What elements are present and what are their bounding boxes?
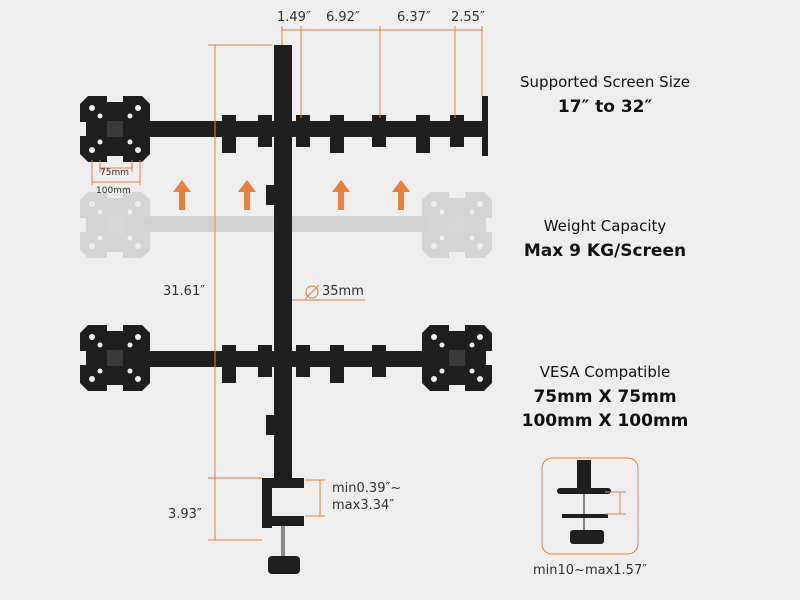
- weight-value: Max 9 KG/Screen: [523, 241, 687, 261]
- vesa-value-1: 75mm X 75mm: [533, 387, 677, 407]
- monitor-plate: [80, 96, 150, 162]
- top-arm: [140, 121, 485, 137]
- clamp-range-max: max3.34″: [332, 498, 395, 513]
- dim-top-2: 6.92″: [326, 10, 360, 25]
- dim-total-height: 31.61″: [163, 284, 206, 299]
- weight-label: Weight Capacity: [543, 217, 667, 235]
- pole: [274, 45, 292, 485]
- vesa-value-2: 100mm X 100mm: [521, 411, 689, 431]
- grommet-range: min10~max1.57″: [533, 563, 648, 578]
- desk-clamp: [262, 478, 304, 574]
- inset-frame: [541, 457, 639, 555]
- dim-top-3: 6.37″: [397, 10, 431, 25]
- screen-size-value: 17″ to 32″: [557, 97, 653, 117]
- dim-top-1: 1.49″: [277, 10, 311, 25]
- inset-clamp-detail: [557, 460, 611, 544]
- dimension-lines: [91, 26, 483, 541]
- bottom-arm: [140, 351, 440, 367]
- vesa-label: VESA Compatible: [539, 363, 671, 381]
- vesa-75: 75mm: [100, 168, 129, 178]
- screen-size-label: Supported Screen Size: [520, 73, 690, 91]
- dim-clamp-height: 3.93″: [168, 507, 202, 522]
- clamp-range-min: min0.39″~: [332, 481, 402, 496]
- dim-top-4: 2.55″: [451, 10, 485, 25]
- vesa-100: 100mm: [96, 186, 131, 196]
- pole-diameter: 35mm: [322, 284, 364, 299]
